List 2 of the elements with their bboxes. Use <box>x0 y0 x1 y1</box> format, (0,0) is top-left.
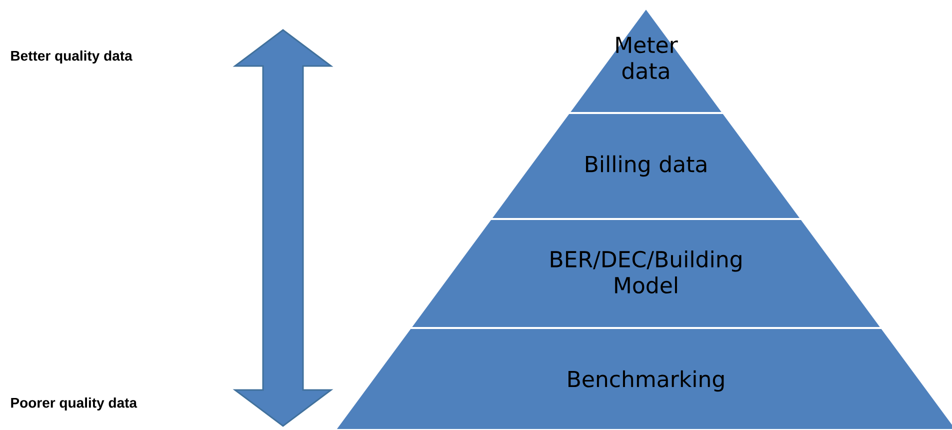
axis-label: Poorer quality data <box>11 397 138 410</box>
axis-label: Better quality data <box>11 50 132 64</box>
